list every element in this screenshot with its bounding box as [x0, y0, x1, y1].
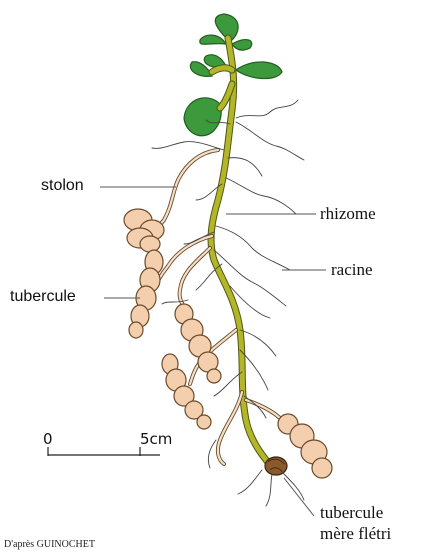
label-rhizome: rhizome: [320, 205, 376, 222]
scale-bar: [48, 447, 160, 456]
scale-start-label: 0: [43, 432, 53, 447]
credit-text: D'après GUINOCHET: [4, 540, 95, 550]
label-tubercule-mere-2: mère flétri: [320, 525, 391, 542]
mother-tuber: [265, 457, 287, 475]
label-tubercule-mere-1: tubercule: [320, 504, 383, 521]
tuber-top-left: [124, 209, 164, 252]
label-racine: racine: [331, 261, 373, 278]
pointer-tubercule-mere: [284, 478, 314, 516]
leaf-large-left: [184, 98, 221, 136]
leaf-right: [236, 62, 282, 79]
stolons: [146, 150, 282, 464]
leaf-top-left: [200, 35, 226, 44]
tuber-left: [129, 250, 163, 338]
scale-end-label: 5cm: [140, 432, 172, 447]
leaf-top-right: [232, 40, 252, 50]
label-tubercule: tubercule: [10, 289, 76, 305]
label-stolon: stolon: [41, 178, 84, 194]
